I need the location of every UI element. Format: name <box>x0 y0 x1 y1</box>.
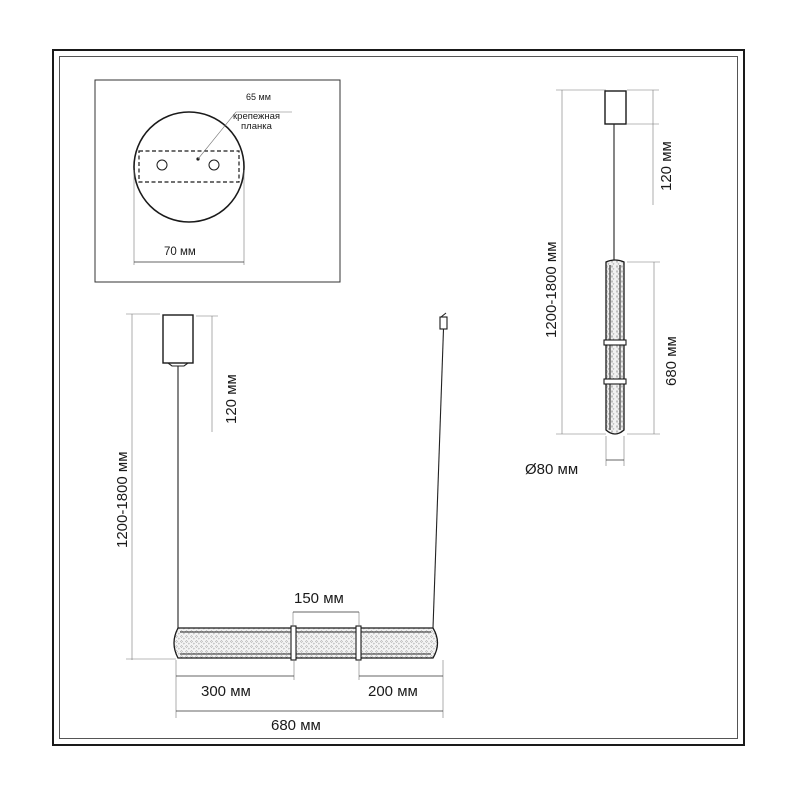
h-canopy-label: 120 мм <box>223 374 240 424</box>
canopy-circle <box>133 111 245 223</box>
h-segment-right-label: 200 мм <box>368 683 418 700</box>
plate-name-line2: планка <box>241 121 273 132</box>
canopy-vertical <box>604 90 627 125</box>
h-suspension-label: 1200-1800 мм <box>114 451 131 548</box>
v-diameter-label: Ø80 мм <box>525 461 578 478</box>
screw-hole-left <box>156 159 168 171</box>
h-total-length-label: 680 мм <box>271 717 321 734</box>
h-segment-mid-label: 150 мм <box>294 590 344 607</box>
diameter-label: 70 мм <box>164 246 196 258</box>
v-suspension-label: 1200-1800 мм <box>543 241 560 338</box>
canopy-left <box>162 314 194 364</box>
v-canopy-label: 120 мм <box>658 141 675 191</box>
mounting-plate-detail <box>94 79 341 283</box>
light-tube-horizontal <box>173 627 439 659</box>
cable-right <box>432 328 445 629</box>
leader-line <box>197 111 237 160</box>
ceiling-hook <box>439 316 448 330</box>
h-segment-left-label: 300 мм <box>201 683 251 700</box>
v-body-length-label: 680 мм <box>663 336 680 386</box>
joint-upper <box>603 339 627 346</box>
vertical-pendant-view <box>556 89 660 466</box>
inner-frame <box>59 56 738 739</box>
outer-frame <box>52 49 745 746</box>
horizontal-pendant-view <box>126 312 448 718</box>
joint-lower <box>603 378 627 385</box>
plate-name-line1: крепежная <box>233 111 280 122</box>
plate-width-label: 65 мм <box>246 92 271 102</box>
joint-right <box>355 625 362 661</box>
light-tube-vertical <box>605 259 625 435</box>
joint-left <box>290 625 297 661</box>
screw-hole-right <box>208 159 220 171</box>
